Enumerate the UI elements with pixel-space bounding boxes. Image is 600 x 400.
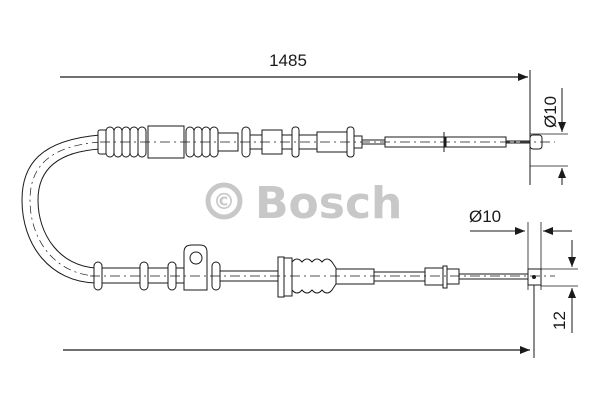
length-label: 1485	[269, 51, 307, 70]
watermark-text: Bosch	[255, 178, 402, 229]
offset-label: 12	[550, 311, 569, 330]
top-diameter-label: Ø10	[541, 96, 560, 128]
copyright-icon	[205, 182, 243, 220]
bosch-watermark: © Bosch	[205, 178, 402, 229]
length-dimension-top: 1485	[60, 51, 531, 185]
bottom-diameter-dimension: Ø10	[469, 207, 572, 290]
top-diameter-dimension: Ø10	[530, 88, 568, 185]
offset-dimension: 12	[541, 240, 578, 333]
svg-text:©: ©	[213, 190, 235, 215]
cable-upper-run	[21, 125, 555, 284]
mounting-hole	[189, 251, 203, 265]
bottom-diameter-label: Ø10	[469, 207, 501, 226]
cable-lower-run	[90, 244, 555, 298]
length-dimension-bottom	[63, 285, 535, 358]
